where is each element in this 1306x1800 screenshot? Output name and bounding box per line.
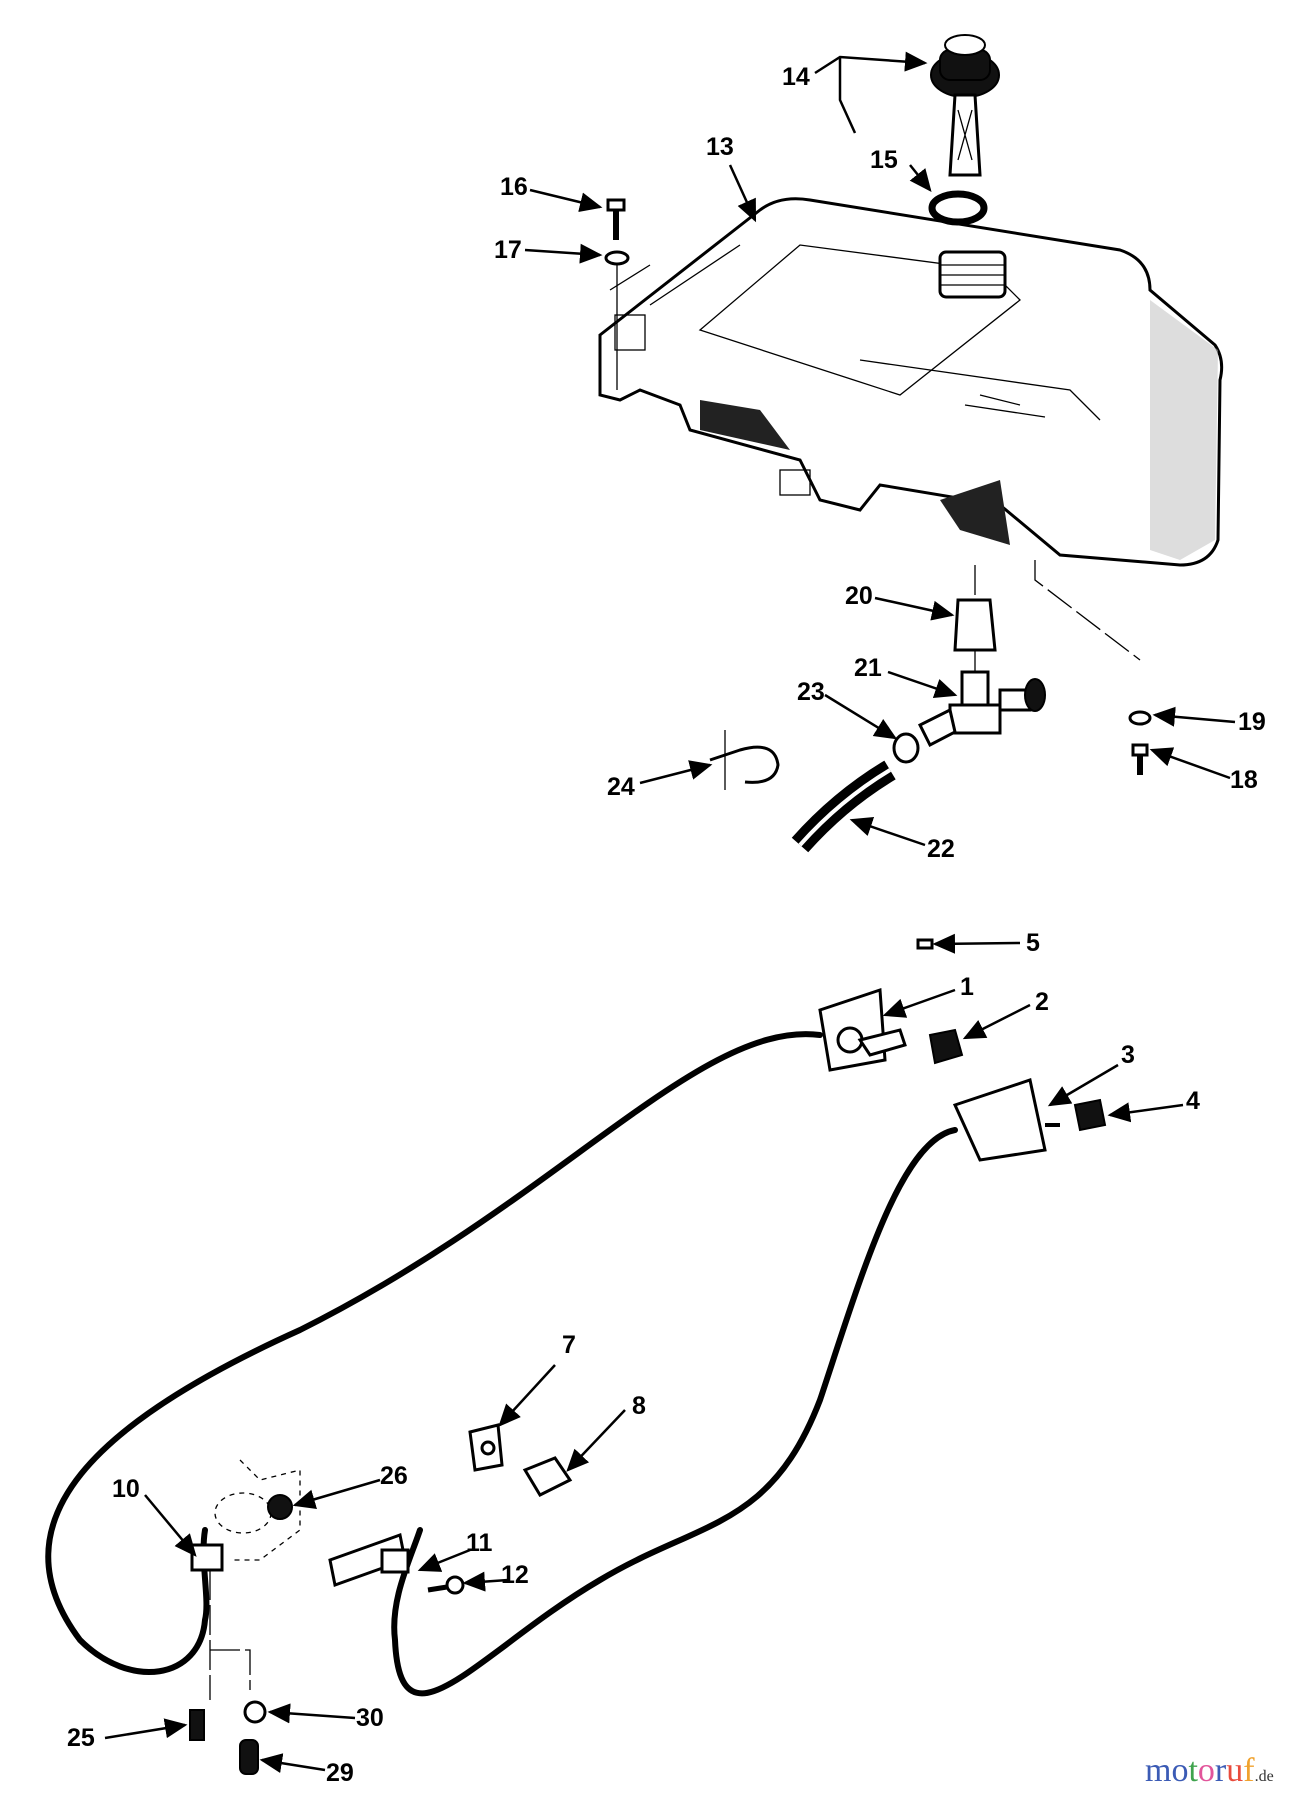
bushing: [953, 598, 997, 652]
callout-25: 25: [67, 1724, 95, 1752]
knob: [1073, 1098, 1107, 1132]
callout-23: 23: [797, 678, 825, 706]
cable-clamp: [190, 1543, 224, 1572]
callout-17: 17: [494, 236, 522, 264]
callout-15: 15: [870, 146, 898, 174]
callout-5: 5: [1026, 929, 1040, 957]
watermark-logo: motoruf.de: [1145, 1752, 1274, 1789]
callout-4: 4: [1186, 1087, 1200, 1115]
clip: [709, 730, 780, 790]
fuel-cap-gauge: [930, 34, 1000, 177]
callout-13: 13: [706, 133, 734, 161]
watermark-letter: f: [1243, 1752, 1255, 1789]
knob: [928, 1028, 964, 1065]
callout-10: 10: [112, 1475, 140, 1503]
watermark-letter: o: [1197, 1752, 1215, 1789]
gasket: [928, 190, 988, 226]
choke-cable: [391, 1127, 958, 1697]
watermark-letter: u: [1226, 1752, 1244, 1789]
callout-11: 11: [466, 1529, 493, 1557]
leader-arrows: [104, 51, 1236, 1774]
callout-26: 26: [380, 1462, 408, 1490]
callout-21: 21: [854, 654, 882, 682]
choke-control: [952, 1078, 1060, 1162]
callout-12: 12: [501, 1561, 529, 1589]
callout-8: 8: [632, 1392, 646, 1420]
callout-16: 16: [500, 173, 528, 201]
watermark-letter: t: [1188, 1752, 1198, 1789]
callout-3: 3: [1121, 1041, 1135, 1069]
shutoff-valve: [917, 670, 1046, 748]
callout-19: 19: [1238, 708, 1266, 736]
callout-18: 18: [1230, 766, 1258, 794]
callout-30: 30: [356, 1704, 384, 1732]
callout-20: 20: [845, 582, 873, 610]
hose-clamp: [892, 732, 920, 764]
throttle-cable: [45, 1031, 823, 1675]
bracket-11-12: [328, 1533, 465, 1595]
callout-29: 29: [326, 1759, 354, 1787]
callout-14: 14: [782, 63, 810, 91]
callout-1: 1: [960, 973, 974, 1001]
clamp-7-and-screw-8: [468, 1423, 573, 1497]
fuel-line: [791, 760, 896, 853]
bolt-and-washer: [604, 198, 630, 390]
throttle-control: [818, 987, 907, 1072]
watermark-letter: o: [1171, 1752, 1189, 1789]
callout-24: 24: [607, 773, 635, 801]
callout-22: 22: [927, 835, 955, 863]
watermark-letter: m: [1145, 1752, 1172, 1789]
fuel-tank: [598, 197, 1224, 567]
nut: [267, 1494, 293, 1520]
callout-7: 7: [562, 1331, 576, 1359]
callout-2: 2: [1035, 988, 1049, 1016]
watermark-letter: r: [1214, 1752, 1227, 1789]
